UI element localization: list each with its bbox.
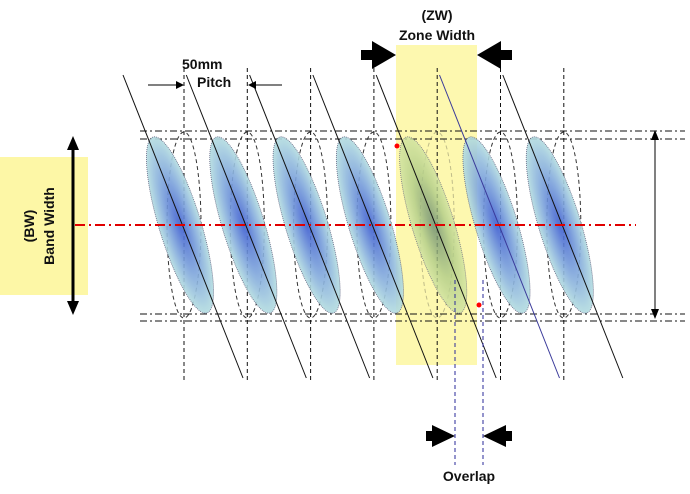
overlap-label: Overlap bbox=[443, 468, 495, 484]
overlap-marker-bottom bbox=[476, 302, 482, 308]
nozzle-axis-line bbox=[185, 74, 307, 379]
band-width-abbr-label: (BW) bbox=[21, 210, 37, 243]
pitch-value-label: 50mm bbox=[182, 56, 222, 72]
band-width-label: Band Width bbox=[41, 187, 57, 265]
overlap-marker-top bbox=[394, 143, 400, 149]
spray-fan bbox=[272, 136, 341, 314]
nozzle-axis-line bbox=[502, 74, 624, 379]
nozzle-axis-line bbox=[122, 74, 244, 379]
spray-fan bbox=[399, 136, 468, 314]
band-boundary-lines bbox=[140, 130, 685, 322]
total-height-arrow bbox=[651, 130, 659, 319]
nozzle-axis-line bbox=[249, 74, 371, 379]
zone-width-arrows bbox=[361, 41, 512, 69]
pitch-label: Pitch bbox=[197, 74, 231, 90]
band-width-arrow bbox=[67, 136, 79, 315]
overlap-guides bbox=[454, 280, 484, 465]
zone-width-abbr-label: (ZW) bbox=[421, 7, 452, 23]
zone-width-label: Zone Width bbox=[399, 27, 475, 43]
nozzle-axis-line bbox=[439, 74, 560, 379]
pitch-arrows bbox=[148, 81, 282, 89]
nozzle-axis-line bbox=[312, 74, 434, 379]
overlap-arrows bbox=[426, 425, 512, 447]
nozzle-axis-line bbox=[375, 74, 497, 379]
